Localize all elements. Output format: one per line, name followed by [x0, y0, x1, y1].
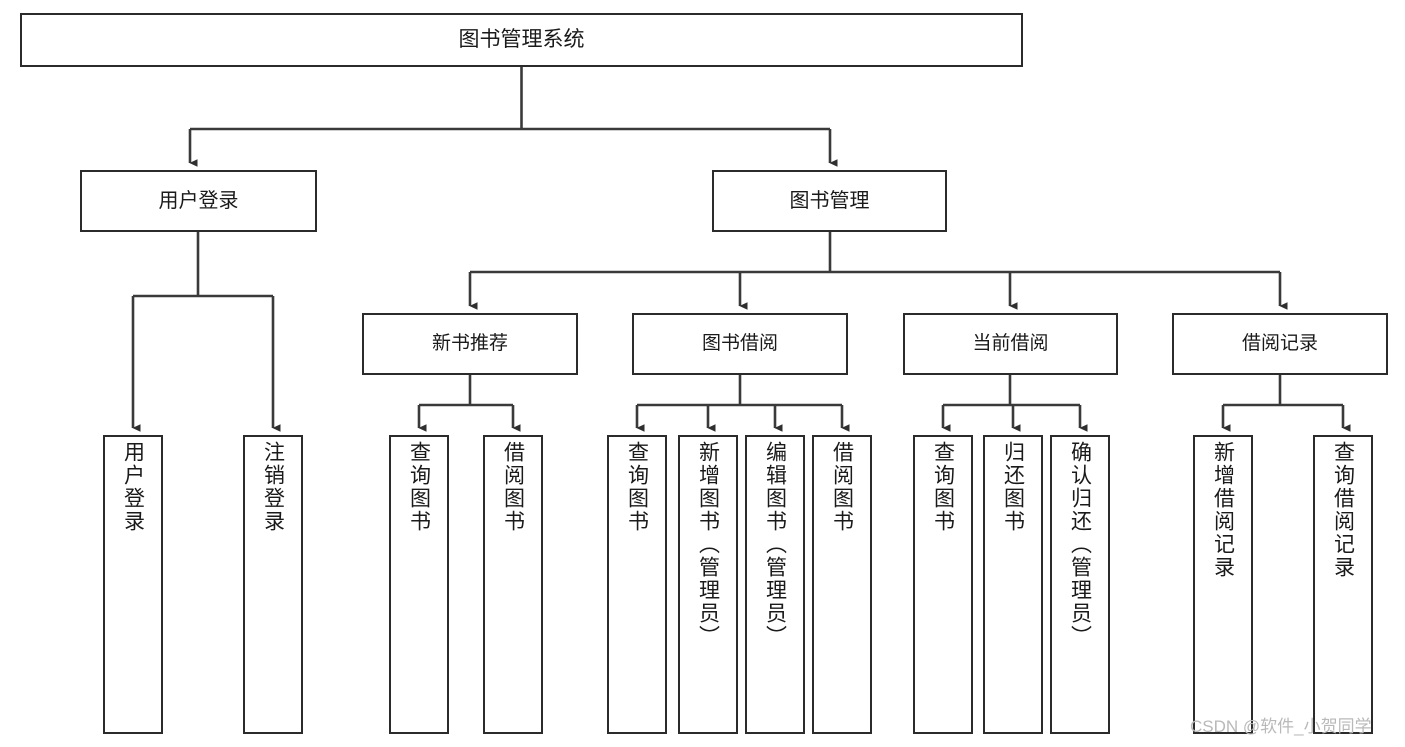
node-label: 图书管理系统: [458, 27, 585, 51]
connectors-new-book-recommend: [417, 375, 521, 432]
leaf-add-book-admin[interactable]: 新增图书（管理员）: [678, 435, 738, 734]
node-label: 新书推荐: [431, 333, 508, 355]
node-label: 归还图书: [1001, 441, 1025, 533]
connectors-root: [188, 67, 838, 167]
node-borrow-record[interactable]: 借阅记录: [1172, 313, 1388, 375]
node-label: 注销登录: [261, 441, 285, 533]
node-label: 用户登录: [121, 441, 145, 533]
node-user-login[interactable]: 用户登录: [80, 170, 317, 232]
node-label: 编辑图书（管理员）: [763, 441, 787, 648]
node-label: 确认归还（管理员）: [1068, 441, 1092, 648]
node-label: 查询图书: [931, 441, 955, 533]
node-label: 借阅记录: [1241, 333, 1318, 355]
node-label: 当前借阅: [972, 333, 1049, 355]
node-book-management[interactable]: 图书管理: [712, 170, 947, 232]
leaf-return-book[interactable]: 归还图书: [983, 435, 1043, 734]
leaf-query-book-borrow[interactable]: 查询图书: [607, 435, 667, 734]
node-book-borrow[interactable]: 图书借阅: [632, 313, 848, 375]
node-label: 查询借阅记录: [1331, 441, 1355, 579]
node-label: 借阅图书: [830, 441, 854, 533]
leaf-borrow-book-recommend[interactable]: 借阅图书: [483, 435, 543, 734]
node-label: 用户登录: [158, 189, 239, 212]
connectors-book-management: [468, 232, 1288, 310]
node-current-borrow[interactable]: 当前借阅: [903, 313, 1118, 375]
connectors-book-borrow: [635, 375, 850, 432]
node-new-book-recommend[interactable]: 新书推荐: [362, 313, 578, 375]
node-label: 查询图书: [407, 441, 431, 533]
leaf-query-book-recommend[interactable]: 查询图书: [389, 435, 449, 734]
leaf-add-borrow-record[interactable]: 新增借阅记录: [1193, 435, 1253, 734]
connectors-borrow-record: [1221, 375, 1351, 432]
leaf-borrow-book[interactable]: 借阅图书: [812, 435, 872, 734]
node-label: 查询图书: [625, 441, 649, 533]
leaf-logout-login[interactable]: 注销登录: [243, 435, 303, 734]
node-label: 图书借阅: [701, 333, 778, 355]
connectors-current-borrow: [941, 375, 1088, 432]
node-label: 图书管理: [789, 189, 870, 212]
node-label: 新增借阅记录: [1211, 441, 1235, 579]
leaf-query-borrow-record[interactable]: 查询借阅记录: [1313, 435, 1373, 734]
node-root-library-system[interactable]: 图书管理系统: [20, 13, 1023, 67]
connectors-user-login: [131, 232, 281, 432]
leaf-edit-book-admin[interactable]: 编辑图书（管理员）: [745, 435, 805, 734]
leaf-query-book-current[interactable]: 查询图书: [913, 435, 973, 734]
leaf-confirm-return-admin[interactable]: 确认归还（管理员）: [1050, 435, 1110, 734]
node-label: 新增图书（管理员）: [696, 441, 720, 648]
leaf-user-login[interactable]: 用户登录: [103, 435, 163, 734]
node-label: 借阅图书: [501, 441, 525, 533]
